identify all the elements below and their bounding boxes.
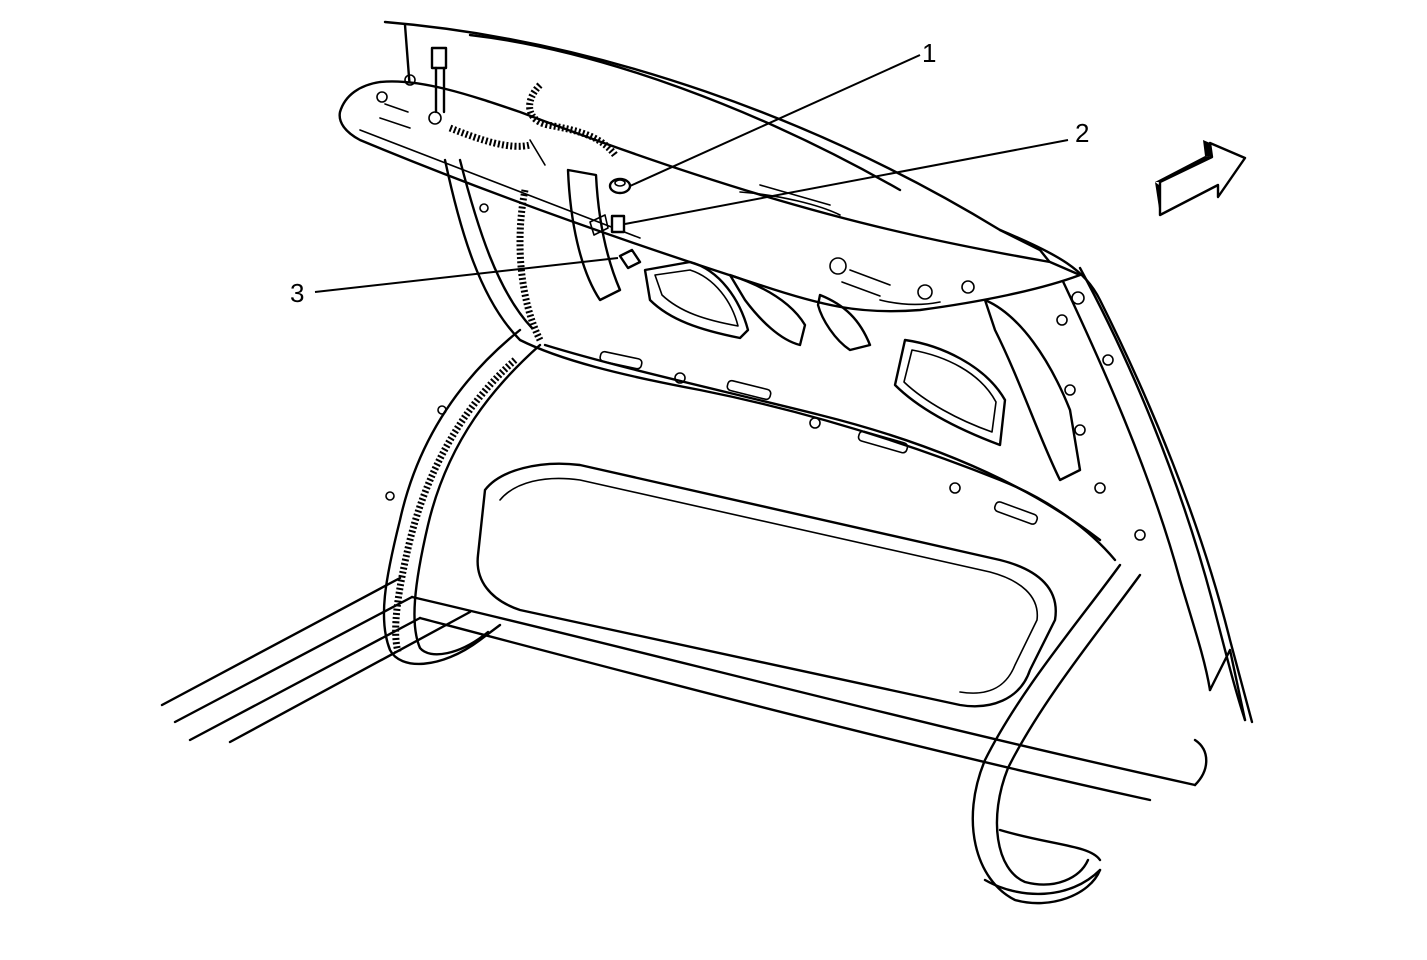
component-2-connector (610, 214, 626, 234)
callout-2: 2 (1075, 118, 1089, 148)
inner-panel-openings (443, 158, 1117, 562)
lock-components (589, 177, 642, 270)
leader-line-1 (629, 54, 921, 187)
rear-body-panel (160, 576, 1208, 862)
callout-leaders (314, 54, 1069, 293)
forward-arrow-icon (1155, 140, 1247, 217)
wiring-harness (448, 82, 618, 342)
trunk-lid-outer (383, 20, 1254, 724)
weatherstrip-seal (382, 328, 1142, 905)
gas-strut (430, 46, 448, 114)
leader-line-2 (624, 139, 1069, 225)
panel-slots (385, 203, 1146, 541)
leader-line-3 (314, 257, 619, 293)
component-3-clip (618, 248, 642, 270)
callout-1: 1 (922, 38, 936, 68)
callout-3: 3 (290, 278, 304, 308)
trunk-opening-floor (476, 462, 1057, 708)
